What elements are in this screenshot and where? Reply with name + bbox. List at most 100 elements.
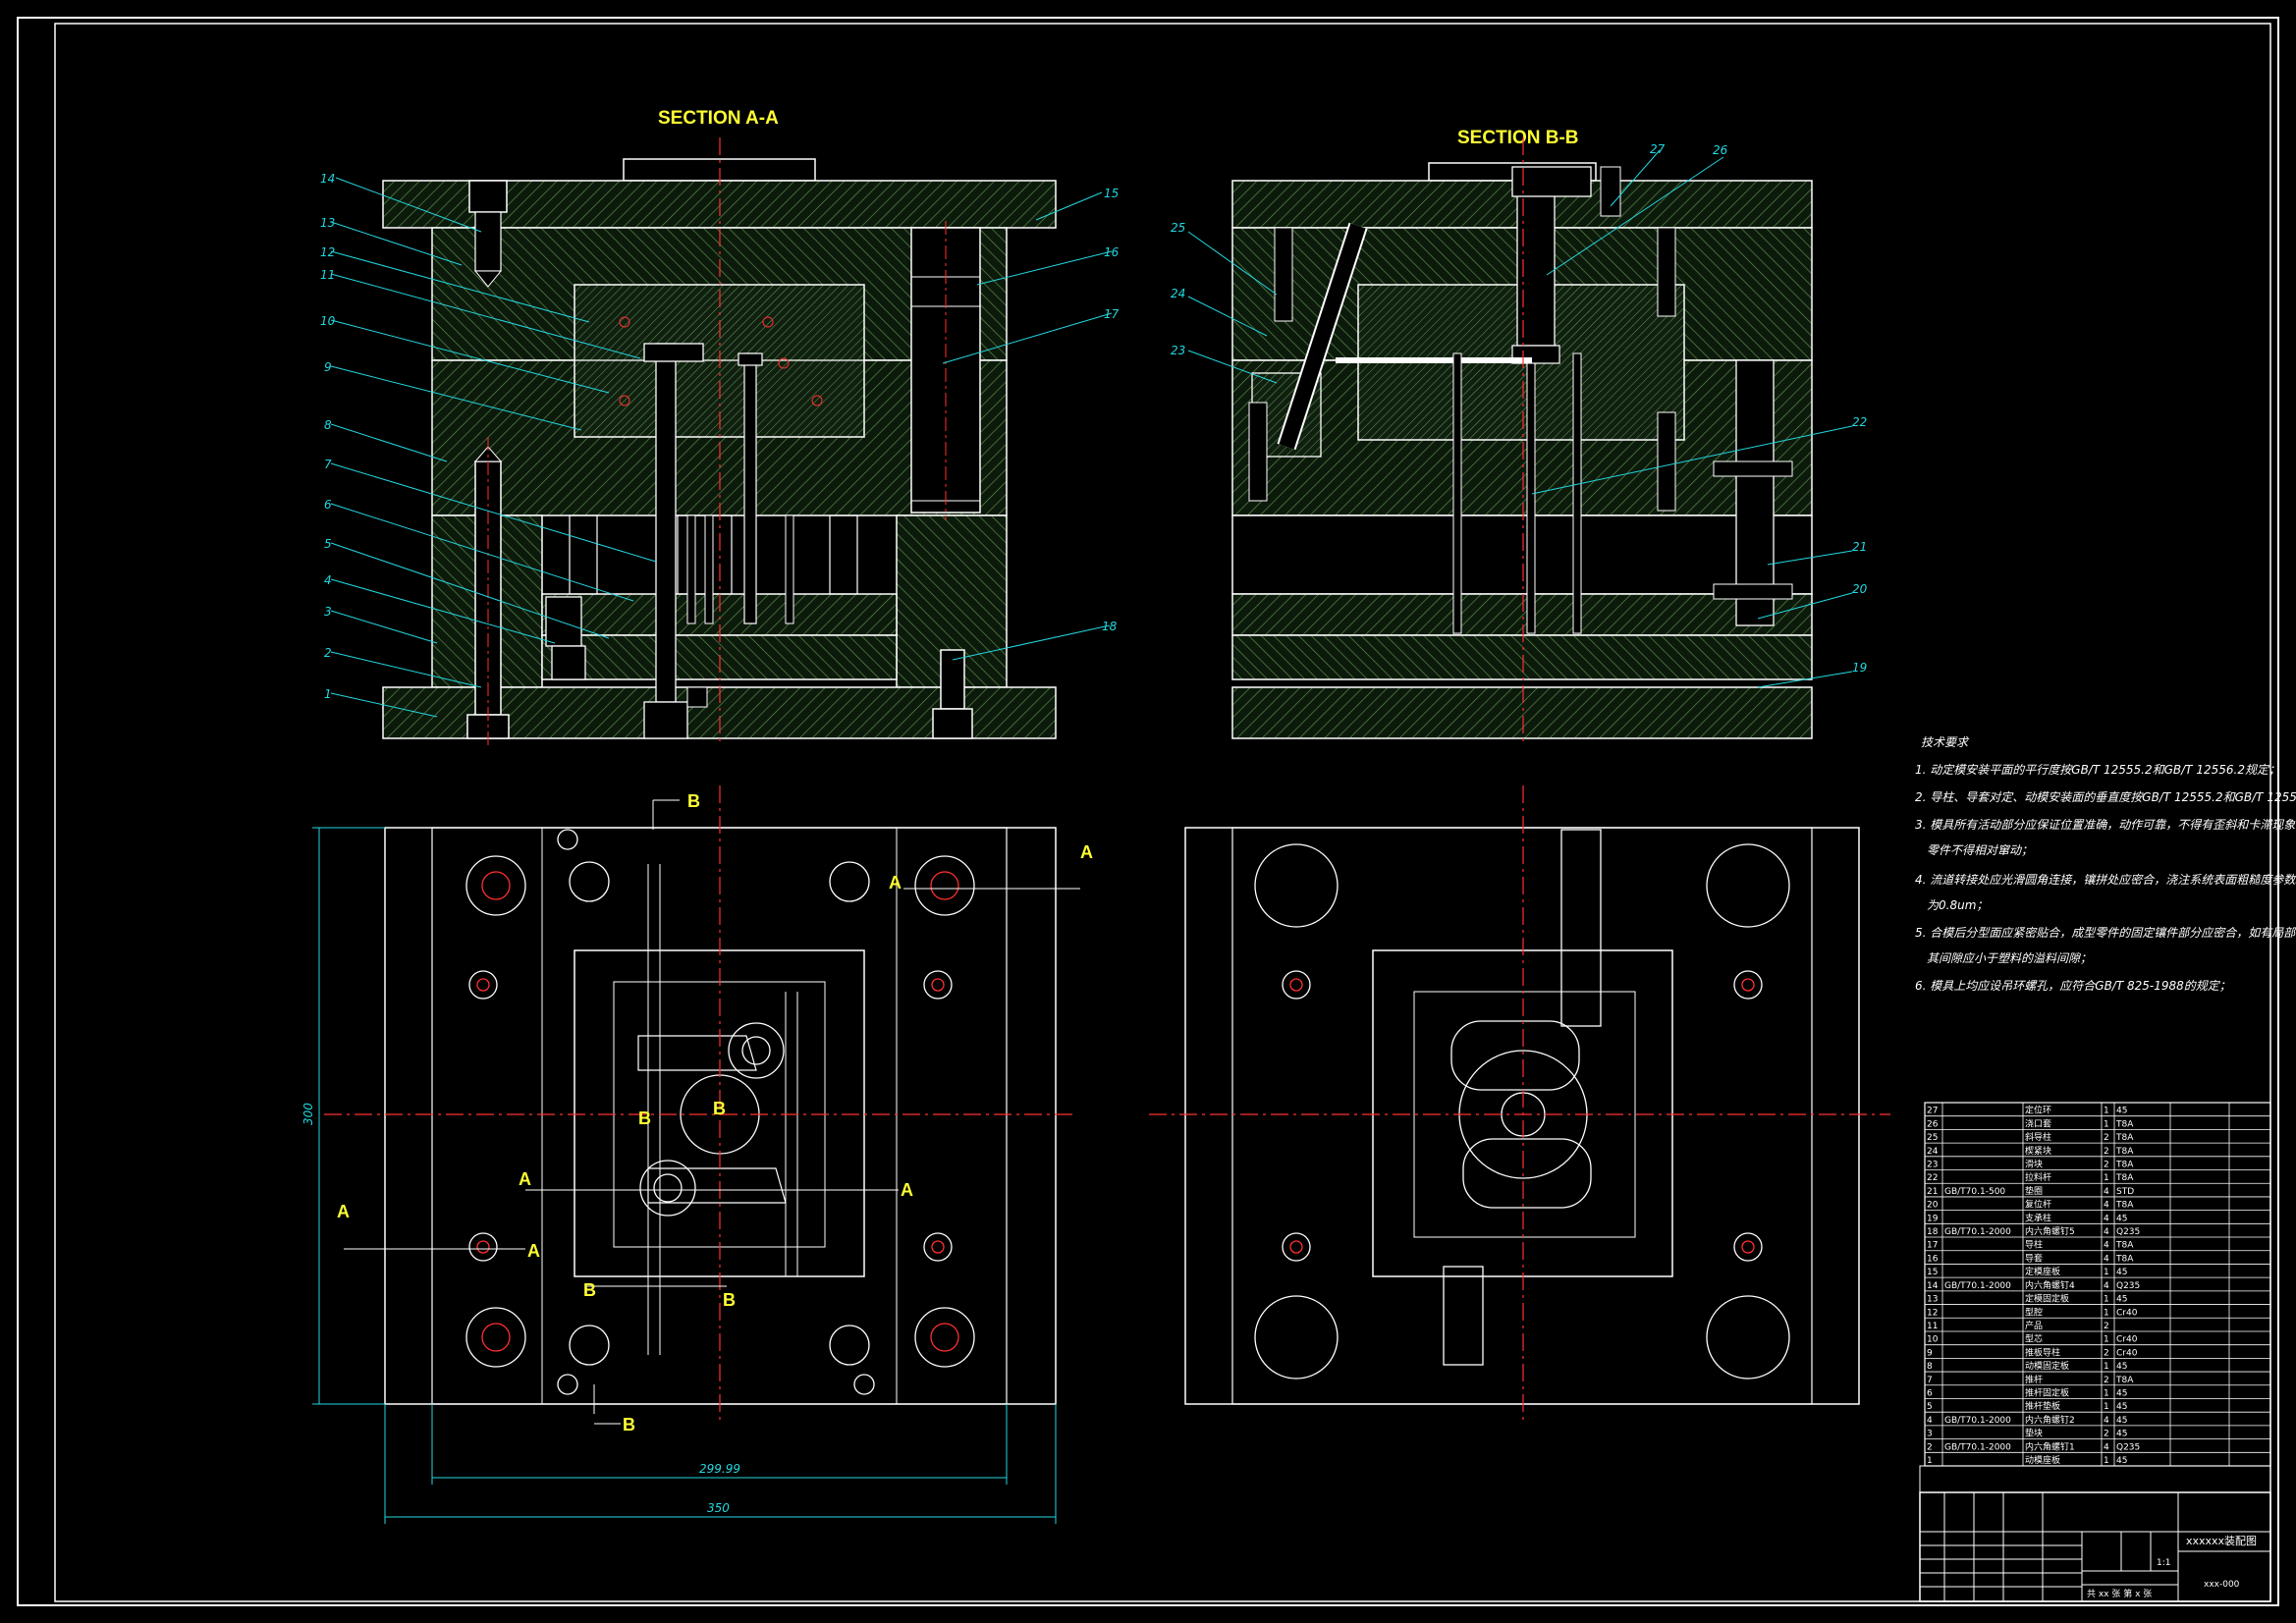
requirement-line-5: 4. 流道转接处应光滑圆角连接，镶拼处应密合，浇注系统表面粗糙度参数Ra最大允许… <box>1915 873 2296 887</box>
bom-cell-mat: T8A <box>2115 1376 2134 1385</box>
callout-11: 11 <box>320 268 335 282</box>
bom-cell-code: GB/T70.1-2000 <box>1944 1416 2011 1426</box>
bom-cell-qty: 4 <box>2104 1241 2109 1251</box>
bom-cell-name: 浇口套 <box>2025 1117 2051 1129</box>
scale: 1:1 <box>2157 1558 2170 1568</box>
section-mark-a-mid: A <box>519 1169 531 1189</box>
bom-cell-mat: STD <box>2116 1187 2134 1197</box>
requirement-line-8: 其间隙应小于塑料的溢料间隙； <box>1927 951 2092 965</box>
sheet-count: 共 xx 张 第 x 张 <box>2087 1588 2152 1599</box>
bom-cell-no: 27 <box>1927 1107 1938 1116</box>
callout-12: 12 <box>320 245 335 259</box>
bom-cell-name: 内六角螺钉2 <box>2025 1414 2075 1426</box>
technical-requirements: 技术要求 1. 动定模安装平面的平行度按GB/T 12555.2和GB/T 12… <box>1915 735 2296 993</box>
bom-cell-name: 定模固定板 <box>2025 1293 2069 1305</box>
callout-24: 24 <box>1171 287 1185 300</box>
bom-cell-no: 13 <box>1927 1295 1938 1305</box>
bom-cell-code: GB/T70.1-2000 <box>1944 1227 2011 1237</box>
bom-cell-qty: 1 <box>2104 1173 2109 1183</box>
bom-cell-mat: Cr40 <box>2116 1335 2138 1345</box>
bom-cell-qty: 4 <box>2104 1214 2109 1223</box>
callout-4: 4 <box>324 573 332 587</box>
bom-cell-no: 16 <box>1927 1254 1939 1264</box>
bom-cell-no: 23 <box>1927 1161 1938 1170</box>
bom-cell-no: 15 <box>1927 1268 1938 1277</box>
bom-cell-mat: T8A <box>2115 1254 2134 1264</box>
requirements-title: 技术要求 <box>1921 735 1970 749</box>
section-mark-b-left: B <box>638 1109 651 1128</box>
bom-cell-name: 型芯 <box>2025 1333 2043 1345</box>
drawing-number: xxx-000 <box>2204 1580 2240 1590</box>
bom-cell-qty: 4 <box>2104 1442 2109 1452</box>
bom-cell-mat: 45 <box>2116 1456 2127 1466</box>
callout-27: 27 <box>1650 142 1666 156</box>
bom-cell-name: 内六角螺钉4 <box>2025 1279 2075 1291</box>
section-mark-a-upper: A <box>889 873 902 893</box>
bom-cell-code: GB/T70.1-500 <box>1944 1187 2005 1197</box>
bom-cell-name: 定位环 <box>2025 1105 2051 1116</box>
bom-cell-qty: 1 <box>2104 1119 2109 1129</box>
callout-14: 14 <box>320 172 335 186</box>
callout-3: 3 <box>324 605 332 619</box>
bom-cell-name: 内六角螺钉1 <box>2025 1440 2075 1452</box>
section-mark-b-lower-right: B <box>723 1290 736 1310</box>
bom-cell-name: 滑块 <box>2025 1159 2043 1170</box>
inner-border <box>54 23 2271 1602</box>
callout-6: 6 <box>324 498 332 512</box>
bom-cell-qty: 1 <box>2104 1456 2109 1466</box>
bom-cell-name: 楔紧块 <box>2025 1145 2051 1157</box>
bom-cell-qty: 1 <box>2104 1295 2109 1305</box>
bom-cell-qty: 1 <box>2104 1388 2109 1398</box>
bom-cell-name: 型腔 <box>2025 1306 2043 1318</box>
bom-cell-qty: 4 <box>2104 1187 2109 1197</box>
bom-cell-name: 拉料杆 <box>2025 1171 2051 1183</box>
bom-cell-qty: 4 <box>2104 1227 2109 1237</box>
callout-18: 18 <box>1102 620 1118 633</box>
requirement-line-7: 5. 合模后分型面应紧密贴合，成型零件的固定镶件部分应密合，如有局部间隙， <box>1915 926 2296 940</box>
bom-cell-name: 支承柱 <box>2025 1212 2051 1223</box>
bom-cell-no: 12 <box>1927 1308 1938 1318</box>
bom-cell-no: 18 <box>1927 1227 1939 1237</box>
section-mark-a-mid-right: A <box>901 1180 913 1200</box>
bom-cell-qty: 2 <box>2104 1430 2109 1439</box>
section-b-b: SECTION B-B <box>1171 128 1868 746</box>
bom-cell-mat: 45 <box>2116 1362 2127 1372</box>
bom-cell-no: 8 <box>1927 1362 1933 1372</box>
callout-10: 10 <box>320 314 336 328</box>
section-bb-title: SECTION B-B <box>1457 128 1579 148</box>
bom-cell-name: 产品 <box>2025 1320 2043 1331</box>
bom-cell-qty: 2 <box>2104 1322 2109 1331</box>
callout-20: 20 <box>1852 582 1868 596</box>
section-mark-b-lower-left: B <box>583 1280 596 1300</box>
callout-21: 21 <box>1852 540 1867 554</box>
bom-cell-name: 动模座板 <box>2025 1454 2060 1466</box>
bom-cell-no: 9 <box>1927 1348 1933 1358</box>
bom-cell-mat: 45 <box>2116 1430 2127 1439</box>
bom-cell-qty: 1 <box>2104 1268 2109 1277</box>
dim-height: 300 <box>301 1103 315 1125</box>
bom-cell-no: 3 <box>1927 1430 1933 1439</box>
callout-23: 23 <box>1171 344 1185 357</box>
requirement-line-1: 1. 动定模安装平面的平行度按GB/T 12555.2和GB/T 12556.2… <box>1915 763 2280 777</box>
bom-cell-qty: 4 <box>2104 1254 2109 1264</box>
bom-cell-qty: 2 <box>2104 1133 2109 1143</box>
callout-9: 9 <box>324 360 332 374</box>
section-a-a: SECTION A-A <box>320 108 1120 746</box>
callout-22: 22 <box>1852 415 1867 429</box>
section-mark-b-center: B <box>713 1099 726 1118</box>
